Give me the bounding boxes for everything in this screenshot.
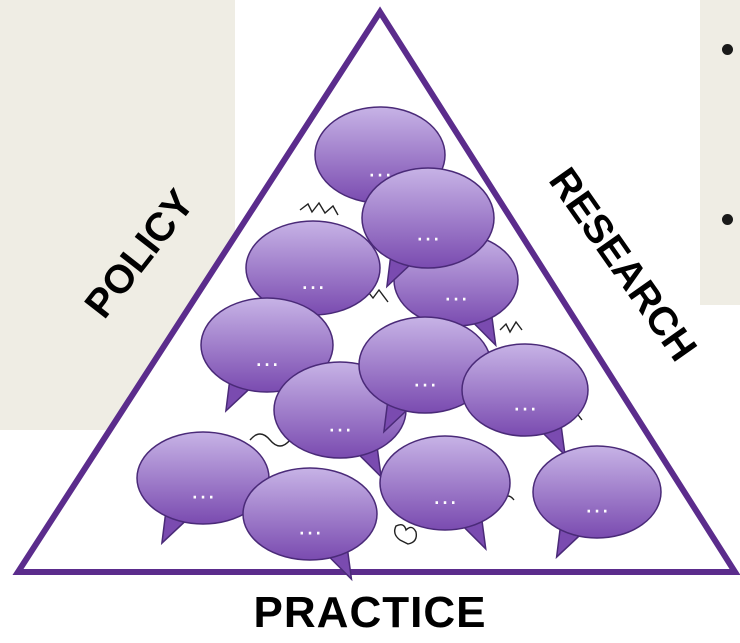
practice-label: PRACTICE [253, 588, 487, 637]
right-panel-background [700, 0, 740, 305]
speech-bubble-ellipsis: … [300, 265, 326, 295]
speech-bubble-ellipsis: … [327, 408, 353, 438]
speech-bubble: … [358, 316, 492, 434]
speech-bubble-body [200, 297, 334, 393]
speech-bubbles: ……………………………… [136, 106, 662, 582]
speech-bubble: … [200, 297, 334, 413]
speech-bubble-ellipsis: … [190, 475, 216, 505]
speech-bubble-ellipsis: … [584, 489, 610, 519]
speech-bubble-ellipsis: … [415, 217, 441, 247]
speech-bubble: … [361, 167, 495, 289]
speech-bubble-ellipsis: … [443, 277, 469, 307]
speech-bubble: … [379, 435, 511, 552]
speech-bubble-ellipsis: … [297, 511, 323, 541]
policy-label: POLICY [77, 182, 204, 327]
speech-bubble: … [136, 431, 270, 546]
bullet-point [722, 44, 733, 55]
speech-bubble: … [461, 343, 589, 458]
speech-bubble-ellipsis: … [432, 480, 458, 510]
speech-bubble-body [532, 445, 662, 539]
speech-bubble-ellipsis: … [254, 342, 280, 372]
speech-bubble-ellipsis: … [512, 387, 538, 417]
speech-bubble-body [461, 343, 589, 437]
speech-bubble: … [532, 445, 662, 560]
speech-bubble-body [242, 467, 378, 561]
bullet-point [722, 214, 733, 225]
speech-bubble-body [379, 435, 511, 531]
speech-bubble-body [361, 167, 495, 269]
speech-bubble-ellipsis: … [412, 363, 438, 393]
speech-bubble: … [242, 467, 378, 582]
